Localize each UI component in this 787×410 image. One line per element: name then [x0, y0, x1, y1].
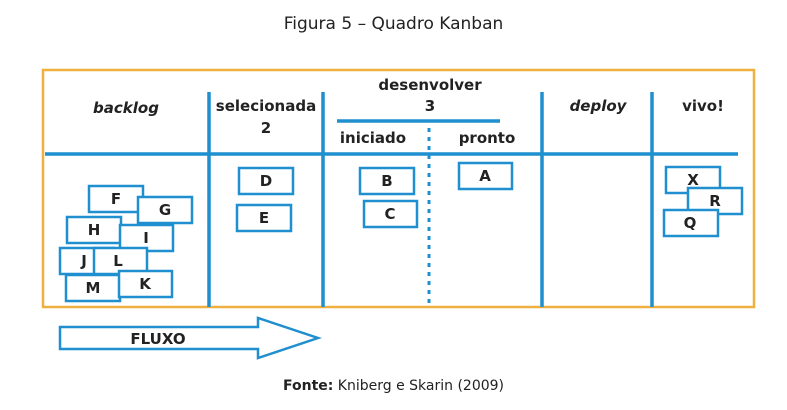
card-label-R: R — [709, 192, 721, 210]
figure-source: Fonte: Kniberg e Skarin (2009) — [0, 378, 787, 394]
source-text: Kniberg e Skarin (2009) — [333, 378, 505, 394]
card-C: C — [362, 199, 419, 229]
board-frame — [41, 68, 756, 309]
card-L: L — [92, 246, 149, 276]
card-label-X: X — [687, 171, 699, 189]
figure-title: Figura 5 – Quadro Kanban — [283, 14, 504, 34]
card-Q: Q — [662, 208, 720, 238]
card-label-D: D — [260, 172, 272, 190]
column-header-desenvolver: desenvolver — [378, 76, 482, 94]
card-label-B: B — [381, 172, 392, 190]
card-M: M — [64, 273, 122, 303]
card-I: I — [118, 223, 175, 253]
flow-arrow: FLUXO — [58, 316, 322, 360]
card-label-J: J — [80, 252, 87, 270]
column-limit-desenvolver: 3 — [425, 97, 435, 115]
column-header-vivo: vivo! — [682, 97, 724, 115]
card-label-C: C — [384, 205, 395, 223]
card-H: H — [65, 215, 123, 245]
card-label-H: H — [88, 221, 101, 239]
subcolumn-header-iniciado: iniciado — [340, 129, 406, 147]
column-header-backlog: backlog — [93, 99, 159, 117]
card-label-M: M — [86, 279, 101, 297]
source-label: Fonte: — [282, 378, 334, 394]
card-F: F — [87, 184, 145, 214]
column-header-selecionada: selecionada — [216, 97, 316, 115]
card-label-A: A — [479, 167, 491, 185]
card-label-L: L — [113, 252, 123, 270]
subcolumn-header-pronto: pronto — [459, 129, 516, 147]
card-label-Q: Q — [684, 214, 697, 232]
card-B: B — [358, 166, 416, 196]
card-label-I: I — [143, 229, 149, 247]
card-label-K: K — [139, 275, 152, 293]
column-limit-selecionada: 2 — [261, 119, 271, 137]
card-label-F: F — [111, 190, 121, 208]
card-label-G: G — [159, 201, 171, 219]
card-G: G — [136, 195, 194, 225]
column-header-deploy: deploy — [570, 97, 628, 115]
card-E: E — [235, 203, 293, 233]
card-label-E: E — [259, 209, 269, 227]
card-A: A — [457, 161, 514, 191]
flow-label: FLUXO — [130, 330, 185, 348]
card-D: D — [237, 166, 295, 196]
card-K: K — [117, 269, 174, 299]
